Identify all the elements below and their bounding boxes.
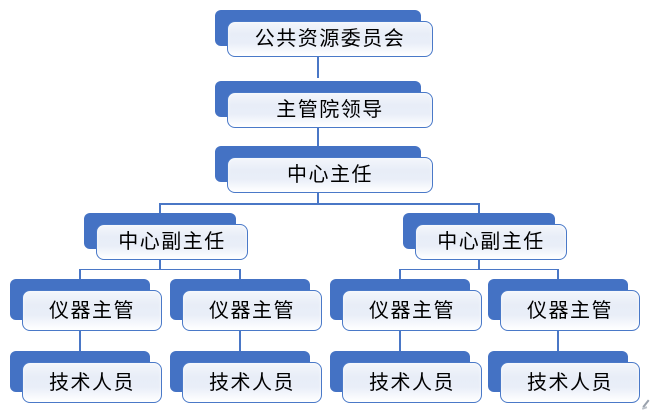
node-label: 技术人员 <box>209 371 295 394</box>
node-box: 仪器主管 <box>182 290 322 331</box>
node-label: 公共资源委员会 <box>254 28 406 50</box>
stray-pen-mark <box>640 398 651 412</box>
org-node-center-director: 中心主任 <box>215 146 433 193</box>
node-box: 中心副主任 <box>96 224 248 260</box>
node-box: 仪器主管 <box>500 290 640 331</box>
node-label: 中心副主任 <box>118 231 226 253</box>
node-label: 中心副主任 <box>437 231 545 253</box>
connector-supervisor1-stub <box>79 268 81 280</box>
connector-deputy-right-horizontal <box>399 268 559 270</box>
connector-branch-right-stub <box>478 203 480 214</box>
org-node-deputy-director-right: 中心副主任 <box>403 213 567 260</box>
node-box: 技术人员 <box>500 362 640 403</box>
node-box: 中心副主任 <box>415 224 567 260</box>
org-node-hospital-leadership: 主管院领导 <box>215 81 433 128</box>
node-label: 仪器主管 <box>527 299 613 322</box>
org-node-committee: 公共资源委员会 <box>215 10 433 57</box>
node-box: 技术人员 <box>182 362 322 403</box>
connector-director-branch-horizontal <box>159 203 480 205</box>
node-label: 仪器主管 <box>369 299 455 322</box>
connector-supervisor1-technician1 <box>79 331 81 352</box>
connector-supervisor3-stub <box>399 268 401 280</box>
connector-supervisor3-technician3 <box>399 331 401 352</box>
node-label: 中心主任 <box>287 164 373 186</box>
node-label: 技术人员 <box>369 371 455 394</box>
connector-leadership-director <box>317 128 319 147</box>
node-box: 技术人员 <box>342 362 482 403</box>
org-node-instrument-supervisor-3: 仪器主管 <box>330 279 482 331</box>
org-node-deputy-director-left: 中心副主任 <box>84 213 248 260</box>
connector-committee-leadership <box>317 57 319 78</box>
connector-supervisor2-technician2 <box>239 331 241 352</box>
node-box: 主管院领导 <box>227 92 433 128</box>
org-node-technician-3: 技术人员 <box>330 351 482 403</box>
connector-supervisor2-stub <box>239 268 241 280</box>
node-label: 仪器主管 <box>209 299 295 322</box>
node-label: 技术人员 <box>49 371 135 394</box>
connector-supervisor4-technician4 <box>557 331 559 352</box>
connector-branch-left-stub <box>159 203 161 214</box>
node-label: 技术人员 <box>527 371 613 394</box>
org-node-technician-4: 技术人员 <box>488 351 640 403</box>
org-node-technician-1: 技术人员 <box>10 351 162 403</box>
connector-deputy-left-down <box>159 260 161 270</box>
node-box: 公共资源委员会 <box>227 21 433 57</box>
node-label: 主管院领导 <box>276 99 384 121</box>
node-box: 仪器主管 <box>22 290 162 331</box>
connector-supervisor4-stub <box>557 268 559 280</box>
node-box: 技术人员 <box>22 362 162 403</box>
node-label: 仪器主管 <box>49 299 135 322</box>
org-node-instrument-supervisor-4: 仪器主管 <box>488 279 640 331</box>
connector-deputy-left-horizontal <box>79 268 241 270</box>
connector-deputy-right-down <box>478 260 480 270</box>
connector-director-down <box>317 193 319 204</box>
node-box: 中心主任 <box>227 157 433 193</box>
org-node-technician-2: 技术人员 <box>170 351 322 403</box>
org-node-instrument-supervisor-2: 仪器主管 <box>170 279 322 331</box>
node-box: 仪器主管 <box>342 290 482 331</box>
org-node-instrument-supervisor-1: 仪器主管 <box>10 279 162 331</box>
